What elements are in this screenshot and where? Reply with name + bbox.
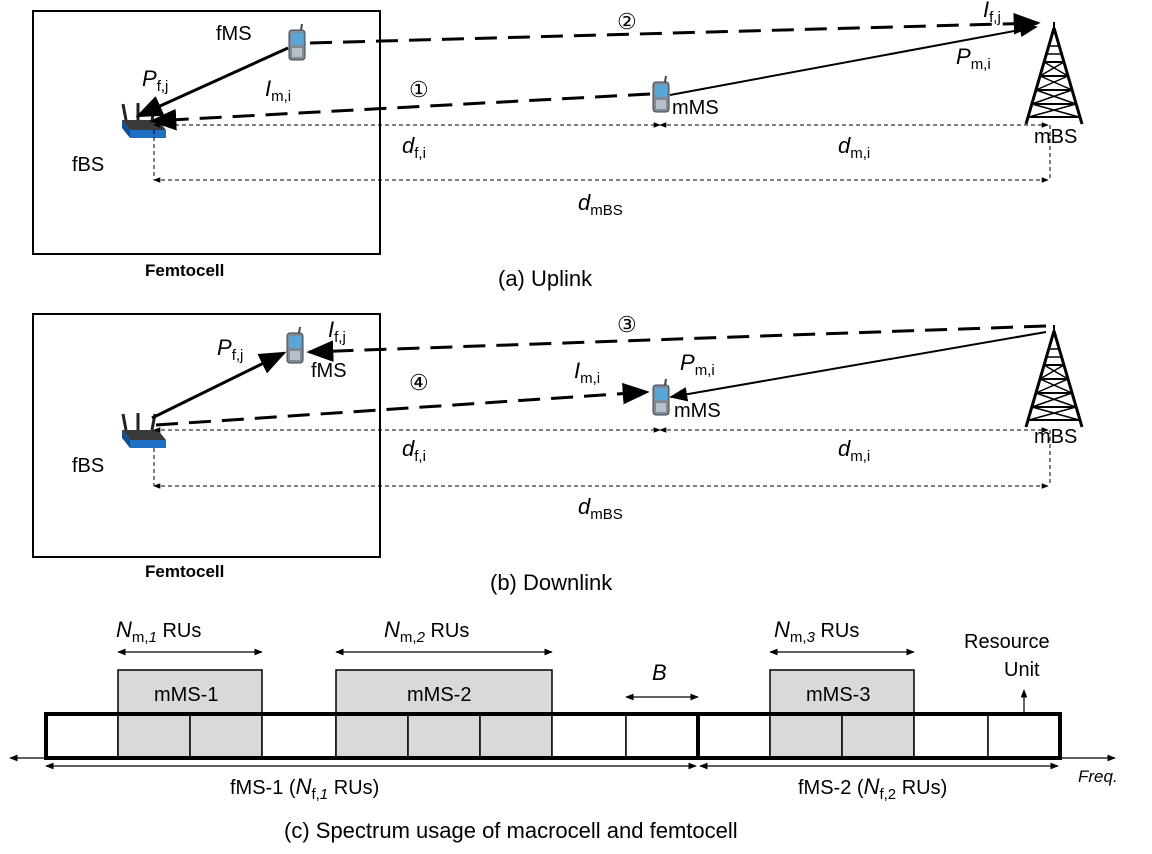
uplink-dm-label: dm,i — [838, 133, 870, 162]
resource-unit-cell — [987, 713, 1061, 759]
resource-unit-cell — [117, 713, 191, 759]
marker-3: ③ — [617, 312, 637, 337]
marker-4: ④ — [409, 370, 429, 395]
nm3-label: Nm,3 RUs — [774, 617, 859, 646]
resource-unit-cell — [479, 713, 553, 759]
mms2-label: mMS-2 — [407, 684, 471, 706]
mms1-label: mMS-1 — [154, 684, 218, 706]
router-icon — [120, 411, 168, 450]
mbs-label-downlink: mBS — [1034, 426, 1077, 448]
femtocell-box-uplink — [32, 10, 381, 255]
mms-label-uplink: mMS — [672, 97, 719, 119]
femtocell-box-downlink — [32, 313, 381, 558]
mms2-block — [335, 669, 553, 715]
nm2-label: Nm,2 RUs — [384, 617, 469, 646]
downlink-im-label: Im,i — [574, 358, 600, 387]
resource-unit-cell — [769, 713, 843, 759]
resource-unit-cell — [841, 713, 915, 759]
mms3-label: mMS-3 — [806, 684, 870, 706]
uplink-if-label: If,j — [983, 0, 1001, 26]
uplink-femto-signal-arrow — [135, 46, 289, 118]
mms-label-downlink: mMS — [674, 400, 721, 422]
uplink-im-label: Im,i — [265, 76, 291, 105]
b-label: B — [652, 660, 667, 685]
downlink-dmbs-label: dmBS — [578, 494, 623, 523]
freq-label: Freq. — [1078, 767, 1118, 786]
mms3-block — [769, 669, 915, 715]
uplink-interference-to-mbs-arrow — [309, 12, 1041, 45]
fbs-label-downlink: fBS — [72, 455, 104, 477]
nm1-label: Nm,1 RUs — [116, 617, 201, 646]
downlink-if-label: If,j — [328, 317, 346, 346]
mms1-block — [117, 669, 263, 715]
resource-unit-cell — [913, 713, 989, 759]
downlink-pm-label: Pm,i — [680, 350, 715, 379]
resource-unit-cell — [625, 713, 699, 759]
resource-unit-cell — [45, 713, 119, 759]
fms1-label: fMS-1 (Nf,1 RUs) — [230, 774, 379, 803]
resource-unit-cell — [261, 713, 337, 759]
phone-icon — [288, 23, 306, 61]
caption-uplink: (a) Uplink — [498, 266, 593, 291]
tower-icon — [1024, 20, 1084, 126]
fms2-label: fMS-2 (Nf,2 RUs) — [798, 774, 947, 803]
downlink-macro-signal-arrow — [669, 331, 1047, 402]
resource-unit-label-2: Unit — [1004, 659, 1040, 681]
uplink-df-label: df,i — [402, 133, 426, 162]
fms-label-downlink: fMS — [311, 360, 347, 382]
phone-icon — [652, 378, 670, 416]
caption-spectrum: (c) Spectrum usage of macrocell and femt… — [284, 818, 738, 843]
marker-2: ② — [617, 9, 637, 34]
resource-unit-cell — [335, 713, 409, 759]
uplink-interference-to-fbs-arrow — [149, 92, 651, 131]
phone-icon — [286, 326, 304, 364]
uplink-macro-signal-arrow — [669, 22, 1038, 96]
router-icon — [120, 101, 168, 140]
resource-unit-cell — [697, 713, 771, 759]
downlink-df-label: df,i — [402, 436, 426, 465]
resource-unit-row — [44, 712, 1062, 760]
femtocell-label-uplink: Femtocell — [145, 261, 224, 280]
downlink-femto-signal-arrow — [151, 351, 287, 420]
fms-label-uplink: fMS — [216, 23, 252, 45]
uplink-pm-label: Pm,i — [956, 44, 991, 73]
mbs-label-uplink: mBS — [1034, 126, 1077, 148]
uplink-dmbs-label: dmBS — [578, 190, 623, 219]
caption-downlink: (b) Downlink — [490, 570, 613, 595]
uplink-pf-label: Pf,j — [142, 66, 168, 95]
resource-unit-cell — [189, 713, 263, 759]
tower-icon — [1024, 323, 1084, 429]
resource-unit-label-1: Resource — [964, 631, 1050, 653]
downlink-interference-to-mms-arrow — [155, 382, 650, 427]
femtocell-label-downlink: Femtocell — [145, 562, 224, 581]
resource-unit-cell — [551, 713, 627, 759]
resource-unit-cell — [407, 713, 481, 759]
downlink-interference-to-fms-arrow — [306, 324, 1047, 362]
downlink-dm-label: dm,i — [838, 436, 870, 465]
marker-1: ① — [409, 77, 429, 102]
downlink-pf-label: Pf,j — [217, 335, 243, 364]
phone-icon — [652, 75, 670, 113]
fbs-label-uplink: fBS — [72, 154, 104, 176]
